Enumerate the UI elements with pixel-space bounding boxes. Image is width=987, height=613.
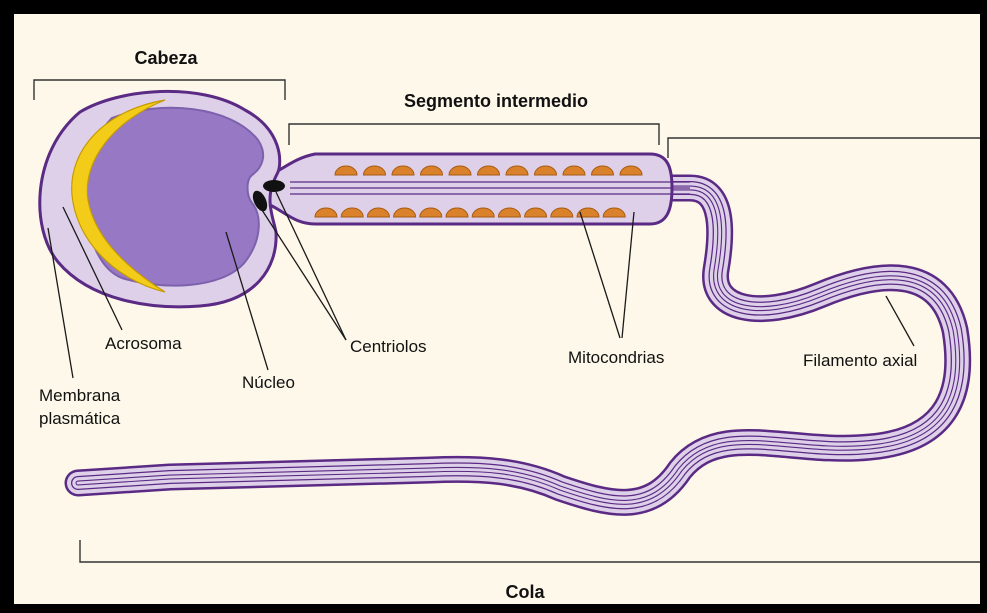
axial-filament-label: Filamento axial bbox=[803, 351, 917, 370]
centrioles-label: Centriolos bbox=[350, 337, 427, 356]
mitochondria-label: Mitocondrias bbox=[568, 348, 664, 367]
membrane-label-line2: plasmática bbox=[39, 409, 121, 428]
midpiece bbox=[270, 154, 690, 224]
centriole-icon bbox=[263, 180, 285, 192]
acrosome-label: Acrosoma bbox=[105, 334, 182, 353]
membrane-label-line1: Membrana bbox=[39, 386, 121, 405]
midpiece-title: Segmento intermedio bbox=[404, 91, 588, 111]
nucleus-label: Núcleo bbox=[242, 373, 295, 392]
head bbox=[40, 91, 285, 306]
tail-title: Cola bbox=[505, 582, 545, 602]
mitochondria-top-row bbox=[335, 166, 642, 175]
head-title: Cabeza bbox=[134, 48, 198, 68]
